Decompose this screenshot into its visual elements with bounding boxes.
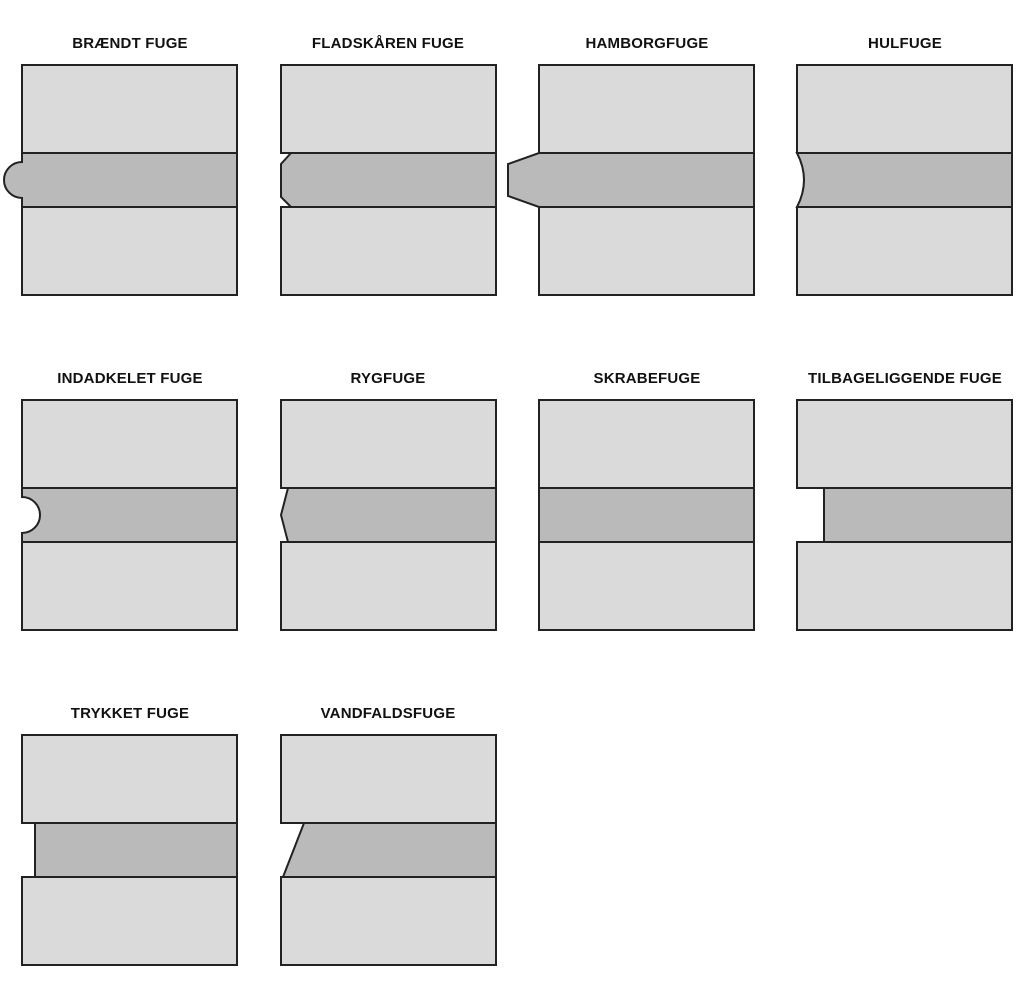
upper-brick	[796, 399, 1013, 489]
mortar-joint	[34, 822, 238, 878]
joint-diagram-vandfalds	[280, 734, 497, 966]
joint-diagram-trykket	[21, 734, 238, 966]
lower-brick	[21, 876, 238, 966]
upper-brick	[796, 64, 1013, 154]
joint-title: TILBAGELIGGENDE FUGE	[807, 370, 1002, 387]
joint-tilbageliggende: TILBAGELIGGENDE FUGE	[775, 369, 1032, 669]
joint-vandfalds: VANDFALDSFUGE	[258, 704, 518, 1004]
mortar-joint	[3, 152, 238, 208]
lower-brick	[21, 541, 238, 631]
joint-diagram-hamborg	[507, 64, 755, 296]
mortar-joint	[823, 487, 1013, 543]
lower-brick	[280, 876, 497, 966]
mortar-joint	[281, 822, 497, 878]
lower-brick	[538, 206, 755, 296]
upper-brick	[21, 734, 238, 824]
joint-diagram-skrabe	[538, 399, 755, 631]
joint-fladskaaren: FLADSKÅREN FUGE	[258, 34, 518, 334]
joint-title: HULFUGE	[868, 35, 942, 52]
mortar-joint	[795, 152, 1013, 208]
upper-brick	[538, 399, 755, 489]
joint-hamborg: HAMBORGFUGE	[507, 34, 777, 334]
mortar-joint	[21, 487, 238, 543]
lower-brick	[21, 206, 238, 296]
joint-title: TRYKKET FUGE	[70, 705, 190, 722]
joint-diagram-tilbageliggende	[796, 399, 1013, 631]
mortar-joint	[280, 152, 497, 208]
joint-ryg: RYGFUGE	[258, 369, 518, 669]
joint-indadkelet: INDADKELET FUGE	[0, 369, 260, 669]
joint-title: SKRABEFUGE	[593, 370, 701, 387]
joint-hul: HULFUGE	[775, 34, 1032, 334]
joint-diagram-hul	[795, 64, 1013, 296]
joint-braendt: BRÆNDT FUGE	[0, 34, 260, 334]
joint-diagram-fladskaaren	[280, 64, 497, 296]
joint-diagram-indadkelet	[21, 399, 238, 631]
upper-brick	[280, 399, 497, 489]
lower-brick	[280, 541, 497, 631]
joint-title: INDADKELET FUGE	[57, 370, 203, 387]
upper-brick	[280, 64, 497, 154]
joint-title: HAMBORGFUGE	[585, 35, 709, 52]
mortar-joint	[538, 487, 755, 543]
lower-brick	[538, 541, 755, 631]
upper-brick	[21, 399, 238, 489]
joint-skrabe: SKRABEFUGE	[517, 369, 777, 669]
joint-diagram-ryg	[279, 399, 497, 631]
upper-brick	[21, 64, 238, 154]
lower-brick	[796, 541, 1013, 631]
joint-title: RYGFUGE	[350, 370, 426, 387]
mortar-joint	[507, 152, 755, 208]
joint-trykket: TRYKKET FUGE	[0, 704, 260, 1004]
lower-brick	[280, 206, 497, 296]
joint-title: FLADSKÅREN FUGE	[311, 35, 465, 52]
joint-title: BRÆNDT FUGE	[72, 35, 188, 52]
mortar-joint	[279, 487, 497, 543]
upper-brick	[538, 64, 755, 154]
upper-brick	[280, 734, 497, 824]
joint-diagram-braendt	[3, 64, 238, 296]
joint-title: VANDFALDSFUGE	[320, 705, 456, 722]
lower-brick	[796, 206, 1013, 296]
